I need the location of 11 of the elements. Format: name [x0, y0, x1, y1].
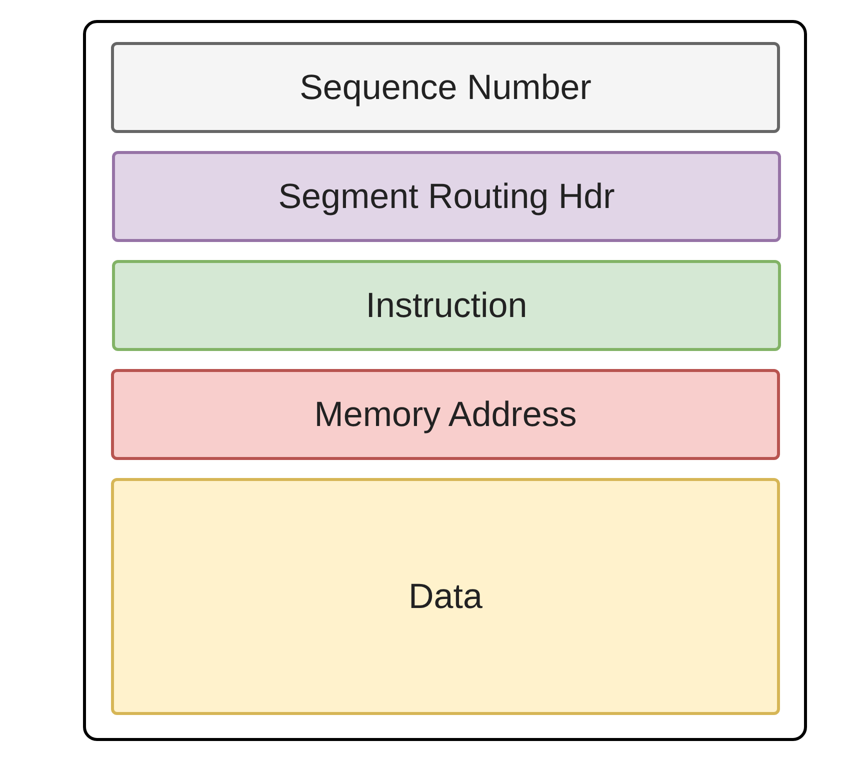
field-box	[112, 151, 781, 242]
field-box	[111, 478, 780, 715]
field-box	[111, 42, 780, 133]
field-label: Data	[408, 576, 482, 618]
field-box	[111, 369, 780, 460]
field-label: Memory Address	[314, 394, 577, 436]
frame-box	[83, 20, 807, 741]
field-label: Instruction	[366, 284, 528, 327]
field-box	[112, 260, 781, 351]
field-label: Segment Routing Hdr	[278, 176, 615, 218]
field-label: Sequence Number	[300, 66, 592, 109]
